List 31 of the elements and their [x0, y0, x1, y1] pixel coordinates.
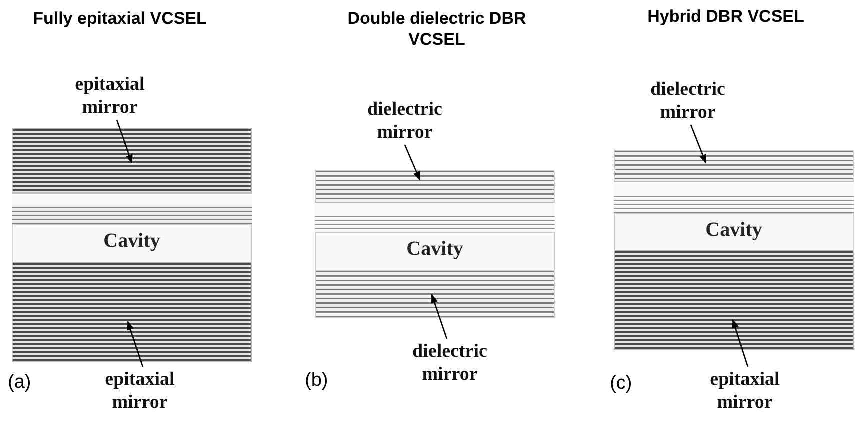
thin-layer-stack [614, 196, 854, 213]
panel-title: Fully epitaxial VCSEL [32, 8, 208, 29]
spacer-layer [315, 202, 555, 217]
spacer-layer [12, 193, 252, 208]
mirror-label: dielectric mirror [395, 340, 505, 386]
panel-title: Hybrid DBR VCSEL [646, 6, 806, 27]
leader-line [690, 124, 707, 164]
mirror-label: epitaxial mirror [85, 368, 195, 414]
cavity-layer: Cavity [614, 213, 854, 251]
dielectric-mirror-stack [315, 170, 555, 203]
epitaxial-mirror-stack [12, 128, 252, 193]
epitaxial-mirror-stack [614, 250, 854, 350]
leader-line [404, 144, 421, 181]
dielectric-mirror-stack [315, 270, 555, 318]
leader-line [732, 319, 749, 368]
panel-letter: (b) [305, 370, 330, 392]
leader-line [431, 294, 448, 340]
mirror-label: dielectric mirror [638, 78, 738, 124]
panel-letter: (c) [610, 373, 634, 395]
mirror-label: epitaxial mirror [690, 368, 800, 414]
spacer-layer [614, 181, 854, 197]
dielectric-mirror-stack [614, 150, 854, 182]
epitaxial-mirror-stack [12, 262, 252, 362]
panel-title: Double dielectric DBR VCSEL [346, 8, 528, 50]
cavity-layer: Cavity [315, 232, 555, 271]
thin-layer-stack [315, 216, 555, 232]
cavity-layer: Cavity [12, 224, 252, 263]
mirror-label: dielectric mirror [355, 98, 455, 144]
panel-letter: (a) [8, 372, 32, 394]
mirror-label: epitaxial mirror [60, 73, 160, 119]
thin-layer-stack [12, 207, 252, 224]
